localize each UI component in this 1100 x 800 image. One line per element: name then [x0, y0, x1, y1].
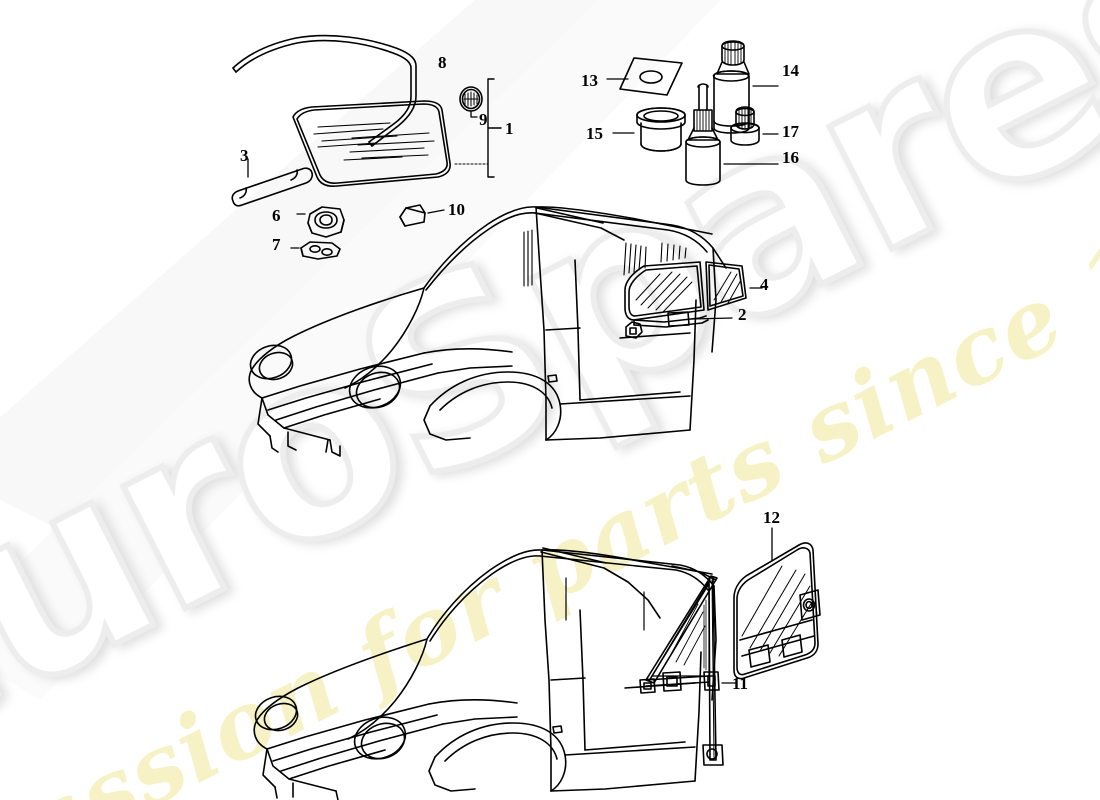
callout-4: 4: [760, 275, 769, 294]
part-1-rear-window-glass: [292, 100, 451, 187]
part-2-quarter-window-seal: [625, 311, 733, 339]
part-10-glass-spacer-block: [399, 204, 445, 227]
part-12-door-window-glass: [733, 527, 821, 680]
callout-17: 17: [782, 122, 799, 141]
part-15-primer-jar: [612, 107, 686, 152]
callout-6: 6: [272, 206, 281, 225]
part-7-retaining-clip: [290, 241, 341, 260]
part-1-bracket: [454, 78, 502, 178]
part-6-glass-stop-block: [296, 206, 345, 238]
part-16-activator-bottle-brush: [685, 83, 779, 186]
part-13-gasket-washer: [606, 57, 683, 96]
top-car-body: [248, 206, 727, 457]
callout-14: 14: [782, 61, 799, 80]
part-3-glass-setting-rod: [231, 158, 314, 207]
callout-9: 9: [479, 110, 488, 129]
callout-13: 13: [581, 71, 598, 90]
callout-8: 8: [438, 53, 447, 72]
part-4-rear-quarter-glass: [624, 261, 763, 321]
part-14-adhesive-bottle: [712, 40, 779, 134]
bottom-car-body: [253, 547, 717, 800]
callout-7: 7: [272, 235, 281, 254]
callout-15: 15: [586, 124, 603, 143]
callout-1: 1: [505, 119, 514, 138]
callout-10: 10: [448, 200, 465, 219]
part-9-emblem-badge: [459, 86, 483, 118]
callout-16: 16: [782, 148, 799, 167]
part-17-sealant-cap-jar: [730, 106, 779, 146]
callout-12: 12: [763, 508, 780, 527]
callout-11: 11: [732, 674, 749, 693]
callout-3: 3: [240, 146, 249, 165]
callout-2: 2: [738, 305, 747, 324]
part-11-window-regulator: [639, 575, 737, 766]
part-8-rear-window-moulding: [232, 34, 417, 147]
